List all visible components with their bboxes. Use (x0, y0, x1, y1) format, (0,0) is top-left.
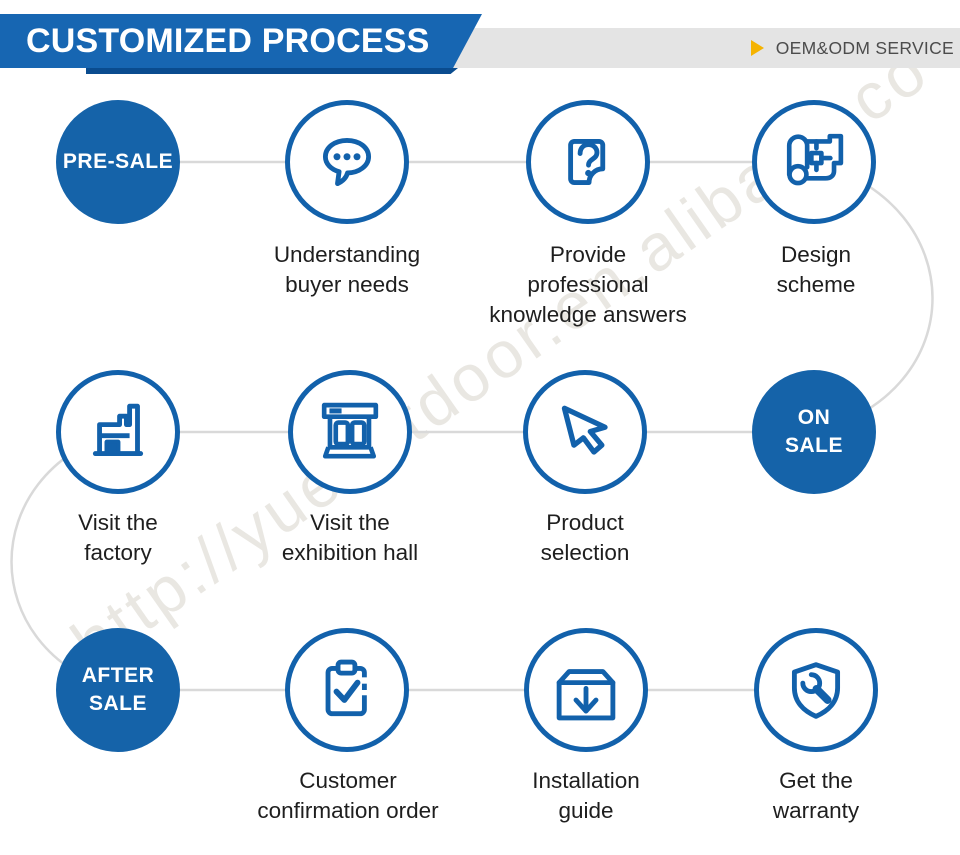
exhibition-hall-icon (321, 402, 379, 459)
step-label-factory: Visit the factory (78, 510, 158, 565)
shield-wrench-icon (791, 662, 841, 719)
step-label-product-selection: Product selection (540, 510, 630, 565)
step-circle-factory (56, 370, 180, 494)
play-triangle-icon (750, 40, 764, 56)
step-label-design: Design scheme (776, 242, 856, 297)
stage-label: AFTER SALE (81, 663, 155, 715)
step-circle-installation (524, 628, 648, 752)
question-document-icon (568, 139, 606, 185)
step-circle-product-selection (523, 370, 647, 494)
page-title: CUSTOMIZED PROCESS (26, 21, 430, 60)
box-download-icon (556, 669, 616, 721)
step-circle-confirmation (285, 628, 409, 752)
clipboard-check-icon (325, 659, 368, 717)
stage-circle-after-sale: AFTER SALE (56, 628, 180, 752)
stage-label: PRE-SALE (62, 149, 174, 173)
cursor-icon (561, 405, 608, 455)
step-circle-knowledge (526, 100, 650, 224)
step-circle-design (752, 100, 876, 224)
title-banner: CUSTOMIZED PROCESS (0, 14, 482, 68)
step-circle-understanding (285, 100, 409, 224)
step-label-exhibition: Visit the exhibition hall (281, 510, 419, 565)
step-label-warranty: Get the warranty (772, 768, 860, 823)
stage-circle-pre-sale: PRE-SALE (56, 100, 180, 224)
service-tag: OEM&ODM SERVICE (750, 37, 954, 59)
step-label-confirmation: Customer confirmation order (257, 768, 439, 823)
step-label-installation: Installation guide (532, 768, 640, 823)
chat-bubble-icon (322, 137, 372, 187)
factory-icon (92, 403, 144, 457)
stage-label: ON SALE (784, 405, 843, 457)
blueprint-icon (786, 133, 844, 186)
banner-shadow (86, 68, 458, 74)
step-circle-warranty (754, 628, 878, 752)
step-circle-exhibition (288, 370, 412, 494)
step-label-understanding: Understanding buyer needs (273, 242, 421, 297)
service-label: OEM&ODM SERVICE (775, 37, 954, 58)
stage-circle-on-sale: ON SALE (752, 370, 876, 494)
step-label-knowledge: Provide professional knowledge answers (489, 242, 687, 327)
